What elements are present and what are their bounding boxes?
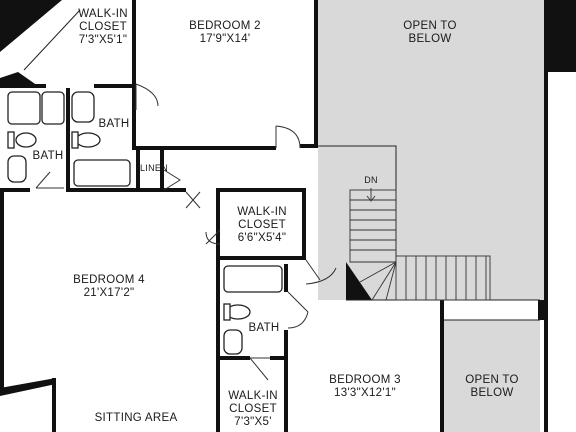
bathtub [223, 265, 283, 293]
room-name: BEDROOM 3 [329, 374, 401, 386]
room-name: BEDROOM 2 [189, 20, 261, 32]
room-name: WALK-IN [237, 206, 287, 218]
room-name: CLOSET [79, 21, 127, 33]
bathtub [7, 91, 41, 125]
room-name: LINEN [139, 163, 168, 173]
room-name: CLOSET [229, 403, 277, 415]
wall-segment [216, 260, 220, 432]
wall-segment [216, 188, 306, 192]
room-dimensions: 13'3"X12'1" [334, 387, 396, 399]
room-name: BATH [98, 118, 130, 130]
exterior-wall-right [544, 72, 548, 432]
sink-vanity [41, 91, 65, 125]
linen-label: LINEN [136, 162, 172, 175]
door-swing[interactable] [135, 83, 159, 110]
door-swing[interactable] [287, 291, 309, 329]
door-swing[interactable] [305, 259, 337, 285]
bath-lower-label: BATH [242, 322, 286, 335]
room-dimensions: 6'6"X5'4" [237, 232, 287, 244]
wall-corner-bottom-left [0, 378, 56, 396]
wall-segment [538, 300, 546, 320]
bedroom-3-label: BEDROOM 3 13'3"X12'1" [310, 374, 420, 400]
bathtub [73, 159, 131, 187]
wall-corner-closet [0, 72, 38, 86]
wall-segment [440, 300, 444, 432]
closet-diagonal-wall [23, 9, 81, 71]
room-name: SITTING AREA [94, 412, 178, 424]
room-dimensions: 7'3"X5'1" [78, 34, 128, 46]
toilet-tank [7, 131, 15, 149]
open-to-below-line: OPEN TO [465, 374, 519, 386]
door-swing[interactable] [185, 191, 201, 209]
sink [71, 91, 95, 123]
bedroom-4-label: BEDROOM 4 21'X17'2" [54, 274, 164, 300]
wall-segment [284, 264, 288, 292]
wall-segment [0, 188, 30, 192]
staircase [349, 188, 491, 301]
open-to-below-area-bottom [444, 320, 540, 432]
stairs-direction: DN [364, 175, 378, 185]
door-swing[interactable] [35, 171, 64, 189]
room-dimensions: 17'9"X14' [199, 33, 251, 45]
wall-segment [220, 356, 250, 360]
wall-segment [136, 150, 140, 190]
open-to-below-line: OPEN TO [403, 20, 457, 32]
room-dimensions: 21'X17'2" [83, 287, 135, 299]
wall-segment [302, 188, 306, 260]
open-to-below-top-label: OPEN TO BELOW [380, 20, 480, 46]
open-to-below-line: BELOW [408, 33, 452, 45]
wall-segment [300, 144, 318, 148]
room-name: BATH [248, 322, 280, 334]
bath-left-label: BATH [26, 150, 70, 163]
wall-segment [66, 188, 186, 192]
wall-corner-top-left [0, 0, 62, 52]
door-swing[interactable] [275, 125, 301, 149]
wall-segment [52, 378, 56, 432]
bedroom-2-label: BEDROOM 2 17'9"X14' [170, 20, 280, 46]
exterior-wall-right-top [544, 0, 576, 72]
room-name: WALK-IN [78, 8, 128, 20]
room-name: BATH [32, 150, 64, 162]
room-name: BEDROOM 4 [73, 274, 145, 286]
toilet-tank [71, 131, 79, 149]
wall-segment [314, 0, 318, 148]
toilet-tank [223, 303, 231, 321]
wall-segment [160, 150, 164, 190]
walkin-closet-bottom-label: WALK-IN CLOSET 7'3"X5' [220, 390, 286, 429]
wall-segment [270, 356, 286, 360]
wall-segment [136, 146, 276, 150]
down-arrow-icon [366, 188, 376, 202]
open-to-below-bottom-label: OPEN TO BELOW [444, 374, 540, 400]
room-dimensions: 7'3"X5' [234, 416, 272, 428]
wall-segment [284, 330, 288, 432]
open-to-below-line: BELOW [470, 387, 514, 399]
walkin-closet-mid-label: WALK-IN CLOSET 6'6"X5'4" [222, 206, 302, 245]
stairs-down-label: DN [358, 174, 384, 187]
wall-segment [0, 192, 4, 392]
sink [7, 155, 27, 183]
door-swing[interactable] [205, 229, 221, 245]
sitting-area-label: SITTING AREA [80, 412, 192, 425]
wall-segment [216, 188, 220, 258]
wall-segment [0, 84, 46, 88]
wall-segment [216, 256, 306, 260]
door-swing[interactable] [163, 169, 181, 191]
door-swing[interactable] [249, 357, 270, 381]
wall-segment [132, 0, 136, 150]
toilet [75, 132, 101, 148]
wall-segment [66, 88, 70, 192]
toilet [15, 132, 37, 148]
sink [223, 329, 243, 355]
wall-segment [94, 84, 136, 88]
room-name: CLOSET [238, 219, 286, 231]
room-name: WALK-IN [228, 390, 278, 402]
bath-mid-label: BATH [92, 118, 136, 131]
stair-run [395, 255, 491, 301]
walkin-closet-top-label: WALK-IN CLOSET 7'3"X5'1" [66, 8, 140, 47]
stair-landing-wall [346, 262, 372, 300]
